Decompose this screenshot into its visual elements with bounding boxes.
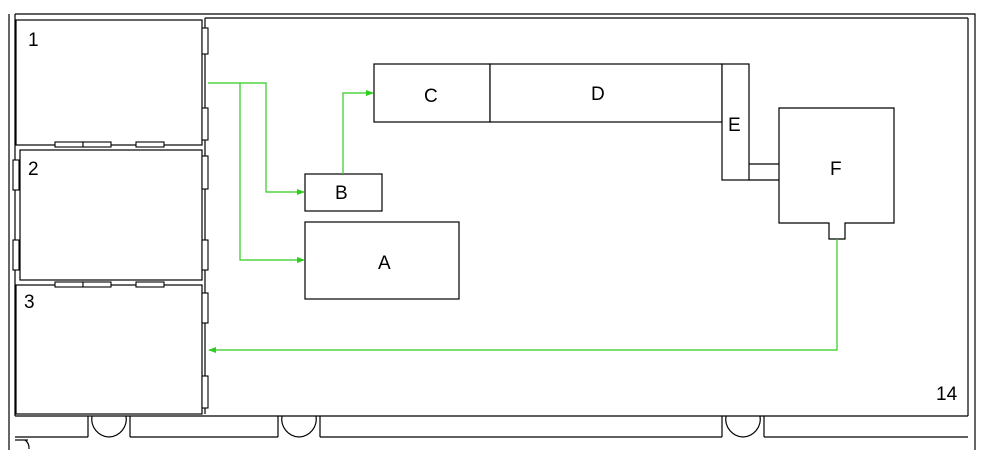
equipment-d [489,63,723,123]
outer-walls [8,13,976,450]
corridor-walls [15,415,968,438]
flow-room1-to-a [239,83,305,263]
flow-b-to-c [342,90,374,174]
equipment-e-label: E [728,115,741,136]
room-1-label: 1 [28,30,39,51]
equipment-f-label: F [830,159,842,180]
room-doors [12,27,209,409]
equipment-d-label: D [591,84,605,105]
corridor-door-3 [725,415,761,438]
equipment-a-label: A [378,253,391,274]
room-2 [19,149,203,281]
corner-door [15,439,30,450]
equipment-c-label: C [424,86,438,107]
flow-room1-to-b [208,82,305,195]
room-1 [15,19,203,146]
room-2-label: 2 [28,159,39,180]
main-hall-label: 14 [936,384,958,405]
room-3-label: 3 [24,292,35,313]
e-f-connector [749,163,779,181]
equipment-f [778,107,895,240]
equipment-e [721,63,750,181]
flow-f-to-room3 [208,239,838,353]
room-3 [15,284,203,415]
equipment-b-label: B [335,183,348,204]
corridor-door-2 [281,415,317,438]
equipment-a [304,221,460,300]
equipment-c [373,63,491,123]
corridor-door-1 [91,415,127,438]
